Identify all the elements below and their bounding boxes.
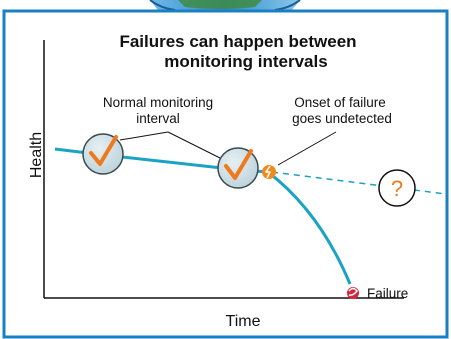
check-mark-icon [224,149,253,180]
onset-marker [262,165,276,179]
monitoring-check-2 [217,147,259,189]
normal-monitoring-label-line2: interval [136,111,180,126]
failure-curve [267,170,352,285]
failure-marker [347,287,359,299]
question-mark: ? [391,176,403,201]
failure-label: Failure [367,286,408,301]
y-axis-label: Health [28,132,45,178]
chart-title-line1: Failures can happen between [119,32,356,51]
onset-label-line2: goes undetected [292,111,392,126]
x-axis-label: Time [226,313,261,330]
chart-title-line2: monitoring intervals [164,52,327,71]
normal-monitoring-label-line1: Normal monitoring [103,95,213,110]
onset-label-line1: Onset of failure [294,95,386,110]
expected-health-dashed-line [271,171,447,195]
check-mark-icon [89,135,118,166]
monitoring-check-1 [82,133,124,175]
lightning-icon [265,165,271,179]
monitoring-callout-lines [119,131,221,159]
axes [43,40,404,299]
onset-callout-line [277,131,337,166]
undetected-question-marker: ? [378,169,416,207]
